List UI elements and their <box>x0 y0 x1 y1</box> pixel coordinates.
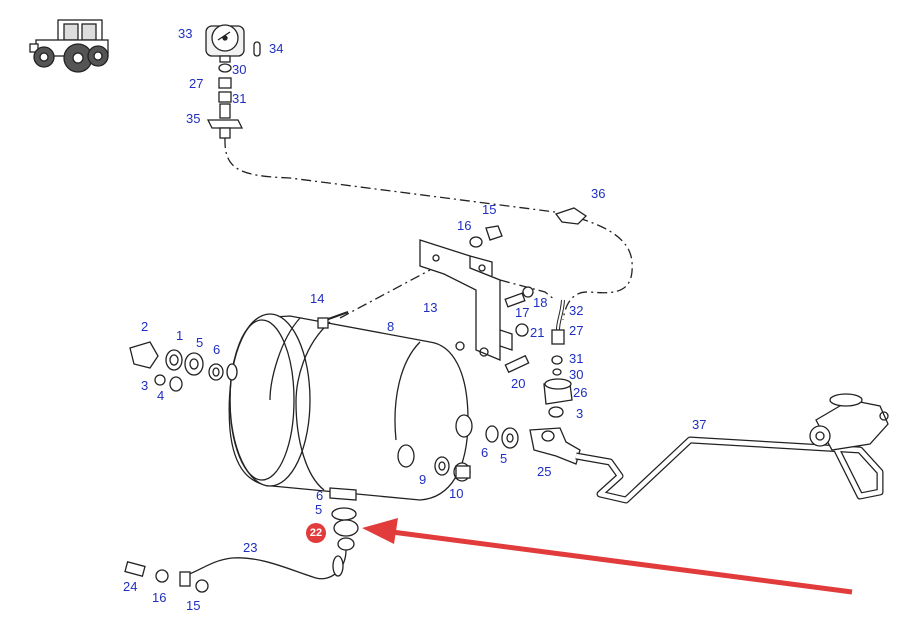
mounting-bracket <box>419 239 513 361</box>
highlighted-part-badge: 22 <box>306 523 326 543</box>
callout-20: 20 <box>511 376 526 391</box>
callout-10: 10 <box>449 486 464 501</box>
callout-34: 34 <box>269 41 284 56</box>
callout-4: 4 <box>157 388 165 403</box>
callout-16: 16 <box>457 218 472 233</box>
clip-part <box>253 41 261 57</box>
highlight-arrow <box>362 518 853 595</box>
pressure-gauge <box>205 24 245 63</box>
callout-3b: 3 <box>576 406 584 421</box>
callout-6b: 6 <box>481 445 489 460</box>
callout-37: 37 <box>692 417 707 432</box>
callout-6c: 6 <box>316 488 324 503</box>
callout-3: 3 <box>141 378 149 393</box>
callout-24: 24 <box>123 579 138 594</box>
pipe-clip <box>554 207 588 225</box>
callout-33: 33 <box>178 26 193 41</box>
callout-31b: 31 <box>569 351 584 366</box>
callout-21: 21 <box>530 325 545 340</box>
gauge-line <box>224 137 633 321</box>
callout-26: 26 <box>573 385 588 400</box>
drain-valve <box>331 507 359 551</box>
callout-17: 17 <box>515 305 530 320</box>
callout-5c: 5 <box>315 502 323 517</box>
drain-cable <box>183 549 347 580</box>
callout-15b: 15 <box>186 598 201 613</box>
left-fittings <box>129 341 224 392</box>
callout-25: 25 <box>537 464 552 479</box>
air-tank <box>226 311 473 501</box>
callout-27b: 27 <box>569 323 584 338</box>
callout-32: 32 <box>569 303 584 318</box>
bracket-fasteners <box>469 225 534 374</box>
strap-line <box>339 269 556 319</box>
callout-23: 23 <box>243 540 258 555</box>
pressure-valve <box>809 393 889 451</box>
callout-18: 18 <box>533 295 548 310</box>
callout-6: 6 <box>213 342 221 357</box>
tractor-icon <box>29 19 109 73</box>
callout-30: 30 <box>232 62 247 77</box>
callout-30b: 30 <box>569 367 584 382</box>
callout-36: 36 <box>591 186 606 201</box>
callout-15: 15 <box>482 202 497 217</box>
callout-31: 31 <box>232 91 247 106</box>
gauge-fittings <box>206 63 244 139</box>
callout-9: 9 <box>419 472 427 487</box>
callout-35: 35 <box>186 111 201 126</box>
callout-5: 5 <box>196 335 204 350</box>
callout-16b: 16 <box>152 590 167 605</box>
tank-valve-fittings <box>543 329 573 418</box>
callout-13: 13 <box>423 300 438 315</box>
callout-8: 8 <box>387 319 395 334</box>
callout-1: 1 <box>176 328 184 343</box>
drain-fittings <box>434 456 471 482</box>
cable-fittings <box>124 561 209 593</box>
callout-2: 2 <box>141 319 149 334</box>
callout-27: 27 <box>189 76 204 91</box>
callout-5b: 5 <box>500 451 508 466</box>
callout-14: 14 <box>310 291 325 306</box>
